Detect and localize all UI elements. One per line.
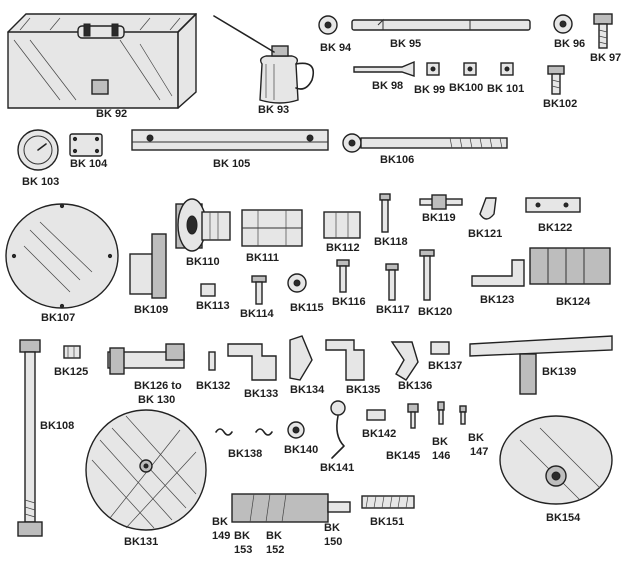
label-bk132: BK132	[196, 380, 231, 392]
screw-drawing-102	[547, 65, 565, 95]
small-parts-drawing-113-120	[200, 249, 435, 305]
shaft-drawing-119	[419, 194, 463, 210]
assembly-drawing-126-130	[107, 343, 185, 375]
label-bk107: BK107	[41, 312, 76, 324]
block-drawing-112	[323, 211, 361, 239]
label-bk95: BK 95	[390, 38, 422, 50]
label-bk102: BK102	[543, 98, 578, 110]
label-bk123: BK123	[480, 294, 515, 306]
washer-drawing-94	[318, 15, 338, 35]
label-bk96: BK 96	[554, 38, 586, 50]
screw-drawing-97	[593, 13, 613, 49]
bar-drawing-139	[469, 335, 613, 395]
label-bk135: BK135	[346, 384, 381, 396]
block-drawing-111	[241, 209, 303, 247]
label-bk93: BK 93	[258, 104, 290, 116]
label-bk113: BK113	[196, 300, 230, 312]
label-bk149-b: 149	[212, 530, 231, 542]
label-bk137: BK137	[428, 360, 463, 372]
label-bk153-b: 153	[234, 544, 253, 556]
disc-drawing-107	[5, 203, 119, 309]
bar-drawing-105	[131, 129, 329, 151]
plate-drawing-122	[525, 197, 581, 213]
spring-drawing-151	[361, 495, 415, 509]
label-bk112: BK112	[326, 242, 360, 254]
label-bk122: BK122	[538, 222, 573, 234]
label-bk92: BK 92	[96, 108, 128, 120]
label-bk152-b: 152	[266, 544, 285, 556]
toolbox-drawing	[7, 13, 197, 109]
label-bk152-a: BK	[266, 530, 282, 542]
label-bk121: BK121	[468, 228, 503, 240]
label-bk145: BK145	[386, 450, 421, 462]
label-bk118: BK118	[374, 236, 408, 248]
washer-drawing-96	[553, 14, 573, 34]
label-bk124: BK124	[556, 296, 591, 308]
nuts-drawing-99-101	[426, 62, 514, 76]
label-bk108: BK108	[40, 420, 75, 432]
disc-drawing-131	[85, 409, 207, 531]
label-bk117: BK117	[376, 304, 410, 316]
bracket-drawing-109	[129, 233, 167, 299]
label-bk106: BK106	[380, 154, 415, 166]
label-bk149-a: BK	[212, 516, 228, 528]
label-bk153-a: BK	[234, 530, 250, 542]
label-bk134: BK134	[290, 384, 325, 396]
label-bk130: BK 130	[138, 394, 176, 406]
label-bk98: BK 98	[372, 80, 404, 92]
bolt-drawing-108	[17, 339, 43, 537]
roller-drawing-149-153	[231, 493, 351, 523]
label-bk111: BK111	[246, 252, 280, 264]
rod-drawing-95	[351, 18, 531, 31]
hook-drawing-121	[479, 197, 497, 220]
small-parts-drawing-138-147	[215, 400, 467, 459]
shaft-drawing-106	[342, 133, 508, 153]
label-bk147-a: BK	[468, 432, 484, 444]
label-bk146-b: 146	[432, 450, 451, 462]
key-drawing-98	[353, 60, 415, 77]
label-bk147-b: 147	[470, 446, 489, 458]
label-bk119: BK119	[422, 212, 456, 224]
part-drawing-125	[63, 345, 81, 359]
label-bk115: BK115	[290, 302, 324, 314]
label-bk105: BK 105	[213, 158, 251, 170]
label-bk142: BK142	[362, 428, 397, 440]
label-bk109: BK109	[134, 304, 169, 316]
label-bk97: BK 97	[590, 52, 622, 64]
cover-drawing-154	[499, 415, 613, 505]
pin-drawing-118	[379, 193, 391, 233]
label-bk114: BK114	[240, 308, 274, 320]
plate-drawing-104	[69, 133, 103, 157]
oil-can-drawing	[213, 15, 315, 104]
label-bk139: BK139	[542, 366, 577, 378]
assembly-drawing-123-124	[471, 247, 611, 287]
label-bk131: BK131	[124, 536, 159, 548]
label-bk100: BK100	[449, 82, 484, 94]
linkage-drawing-132-137	[208, 335, 450, 381]
label-bk146-a: BK	[432, 436, 448, 448]
label-bk141: BK141	[320, 462, 355, 474]
label-bk94: BK 94	[320, 42, 352, 54]
label-bk116: BK116	[332, 296, 366, 308]
label-bk136: BK136	[398, 380, 433, 392]
label-bk140: BK140	[284, 444, 319, 456]
label-bk150-b: 150	[324, 536, 343, 548]
label-bk125: BK125	[54, 366, 89, 378]
gear-drawing-110	[175, 198, 231, 252]
label-bk103: BK 103	[22, 176, 60, 188]
label-bk101: BK 101	[487, 83, 525, 95]
label-bk151: BK151	[370, 516, 405, 528]
label-bk138: BK138	[228, 448, 263, 460]
label-bk110: BK110	[186, 256, 220, 268]
label-bk150-a: BK	[324, 522, 340, 534]
label-bk126-to: BK126 to	[134, 380, 182, 392]
label-bk154: BK154	[546, 512, 581, 524]
label-bk133: BK133	[244, 388, 279, 400]
gauge-drawing-103	[17, 129, 59, 171]
label-bk120: BK120	[418, 306, 453, 318]
label-bk104: BK 104	[70, 158, 108, 170]
label-bk99: BK 99	[414, 84, 446, 96]
